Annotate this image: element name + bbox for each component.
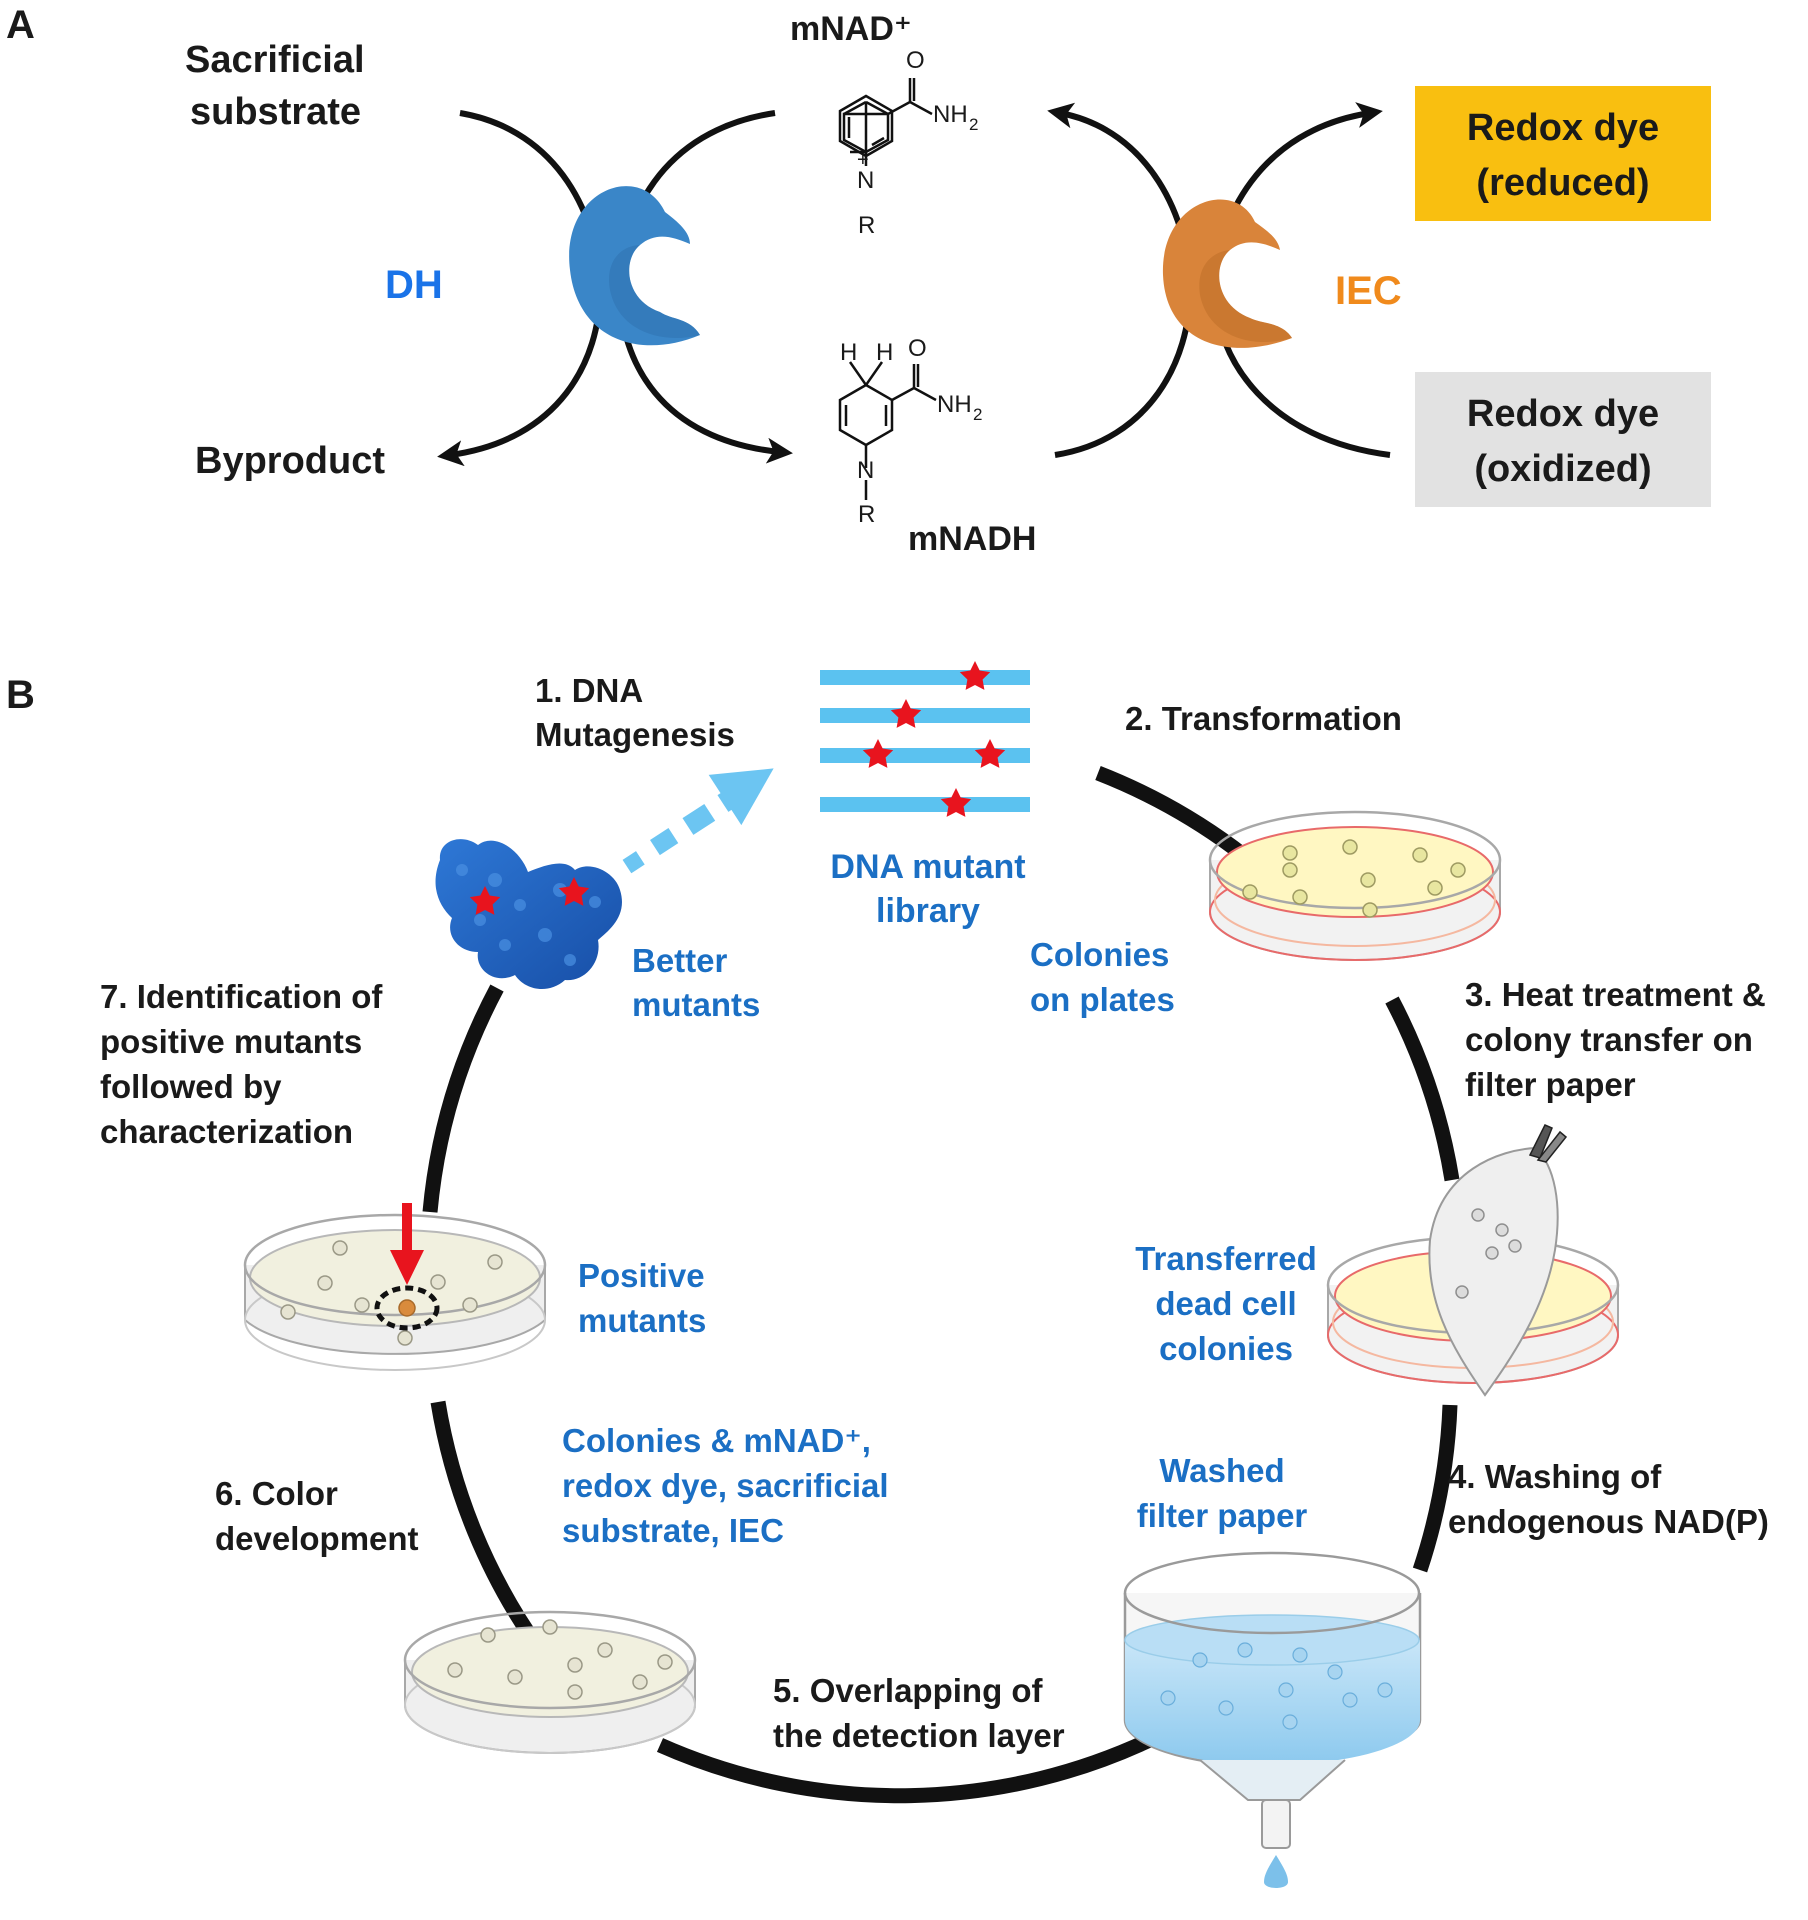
step6-label-line2: development xyxy=(215,1520,419,1557)
dh-enzyme-shade xyxy=(609,245,700,338)
transferred-line2: dead cell xyxy=(1155,1285,1296,1322)
cycle-arc-washing xyxy=(1412,1404,1458,1573)
dna-mutant-library-icon xyxy=(820,670,1030,812)
step1-label-line1: 1. DNA xyxy=(535,672,643,709)
step7-label-line1: 7. Identification of xyxy=(100,978,383,1015)
cycle-arc-identification xyxy=(422,984,504,1213)
mnadh-hydrogen-right: H xyxy=(876,339,893,366)
redox-dye-oxidized-box xyxy=(1415,372,1711,507)
step7-label-line3: followed by xyxy=(100,1068,282,1105)
mutation-star xyxy=(959,661,991,690)
mnadh-nh2-sub: 2 xyxy=(973,405,982,424)
mnadh-ring xyxy=(838,361,937,500)
filter-paper-icon xyxy=(1428,1146,1559,1397)
dna-library-label-line2: library xyxy=(876,892,980,930)
step7-label-line2: positive mutants xyxy=(100,1023,362,1060)
redox-dye-reduced-line2: (reduced) xyxy=(1476,162,1649,204)
washed-line2: filter paper xyxy=(1137,1497,1308,1534)
detection-mix-line2: redox dye, sacrificial xyxy=(562,1467,889,1504)
tweezers-icon xyxy=(1528,1124,1568,1163)
iec-enzyme-icon xyxy=(1162,199,1292,348)
step2-label: 2. Transformation xyxy=(1125,700,1402,737)
petri-dish-color-development xyxy=(403,1610,697,1754)
redox-dye-reduced-line1: Redox dye xyxy=(1467,107,1659,149)
mnadh-hydrogen-left: H xyxy=(840,339,857,366)
cycle-ring xyxy=(422,766,1460,1804)
step5-label-line2: the detection layer xyxy=(773,1717,1065,1754)
colonies-on-plates-line1: Colonies xyxy=(1030,936,1169,973)
redox-dye-reduced-box xyxy=(1415,86,1711,221)
mnadh-nitrogen: N xyxy=(857,457,874,484)
step5-label-line1: 5. Overlapping of xyxy=(773,1672,1044,1709)
better-mutants-line2: mutants xyxy=(632,986,760,1023)
transferred-line3: colonies xyxy=(1159,1330,1293,1367)
step3-label-line1: 3. Heat treatment & xyxy=(1465,976,1766,1013)
panel-b-label: B xyxy=(6,673,35,717)
panel-a: A Sacrificial substrate Byproduct DH IEC… xyxy=(6,3,1711,558)
redox-dye-oxidized-line2: (oxidized) xyxy=(1474,448,1651,490)
step3-label-line3: filter paper xyxy=(1465,1066,1636,1103)
colonies-on-plates-line2: on plates xyxy=(1030,981,1175,1018)
protein-structure-icon xyxy=(435,839,622,990)
mutation-star xyxy=(940,788,972,817)
step7-label-line4: characterization xyxy=(100,1113,353,1150)
mnad-plus-nh2: NH xyxy=(933,101,968,128)
detection-mix-line3: substrate, IEC xyxy=(562,1512,784,1549)
mnad-plus-nh2-sub: 2 xyxy=(969,115,978,134)
petri-dish-positive-mutants xyxy=(243,1213,547,1371)
mutation-star xyxy=(862,739,894,768)
mutation-stars xyxy=(862,661,1006,817)
mnad-plus-charge: + xyxy=(857,149,869,171)
mnad-plus-oxygen: O xyxy=(906,47,925,74)
mnadh-r-group: R xyxy=(858,501,875,528)
dna-library-label-line1: DNA mutant xyxy=(830,848,1025,886)
step4-label-line2: endogenous NAD(P) xyxy=(1448,1503,1769,1540)
mutation-star xyxy=(469,886,501,915)
cycle-arc-overlap xyxy=(656,1728,1164,1804)
mnad-plus-nitrogen: N xyxy=(857,167,874,194)
mnad-plus-label: mNAD⁺ xyxy=(790,10,912,48)
sacrificial-substrate-label-line2: substrate xyxy=(190,91,361,133)
step4-label-line1: 4. Washing of xyxy=(1448,1458,1662,1495)
washing-funnel-icon xyxy=(1123,1551,1422,1888)
mutation-star xyxy=(974,739,1006,768)
mutagenesis-arrow xyxy=(622,768,774,874)
panel-b: B 1. DNA Mutagenesis DNA mutant xyxy=(6,661,1769,1888)
iec-label: IEC xyxy=(1335,269,1402,313)
mnadh-oxygen: O xyxy=(908,335,927,362)
mnad-plus-structure xyxy=(842,78,933,166)
cycle-arc-color-development xyxy=(430,1400,547,1655)
mutation-star xyxy=(558,877,590,906)
mnad-plus-ring xyxy=(838,94,894,158)
dh-enzyme-icon xyxy=(569,186,700,346)
better-mutants-line1: Better xyxy=(632,942,728,979)
positive-colony-highlight xyxy=(374,1285,440,1331)
colonies-dots xyxy=(1242,839,1466,918)
panel-a-label: A xyxy=(6,3,35,47)
byproduct-label: Byproduct xyxy=(195,440,385,482)
washed-line1: Washed xyxy=(1159,1452,1284,1489)
step3-label-line2: colony transfer on xyxy=(1465,1021,1753,1058)
positive-mutants-line1: Positive xyxy=(578,1257,705,1294)
iec-enzyme-shade xyxy=(1199,250,1292,343)
step6-label-line1: 6. Color xyxy=(215,1475,338,1512)
positive-colony xyxy=(398,1299,416,1317)
positive-indicator-arrow xyxy=(390,1203,424,1285)
detection-mix-line1: Colonies & mNAD⁺, xyxy=(562,1422,871,1459)
mutation-star xyxy=(890,699,922,728)
cycle-arc-heat-treatment xyxy=(1385,996,1460,1182)
redox-dye-oxidized-line1: Redox dye xyxy=(1467,393,1659,435)
mnadh-label: mNADH xyxy=(908,520,1036,558)
dh-label: DH xyxy=(385,263,443,307)
dh-cofactor-arc xyxy=(616,110,793,464)
transferred-line1: Transferred xyxy=(1135,1240,1317,1277)
mnad-plus-r-group: R xyxy=(858,212,875,239)
sacrificial-substrate-label-line1: Sacrificial xyxy=(185,39,365,81)
mnadh-nh2: NH xyxy=(937,391,972,418)
positive-mutants-line2: mutants xyxy=(578,1302,706,1339)
step1-label-line2: Mutagenesis xyxy=(535,716,735,753)
